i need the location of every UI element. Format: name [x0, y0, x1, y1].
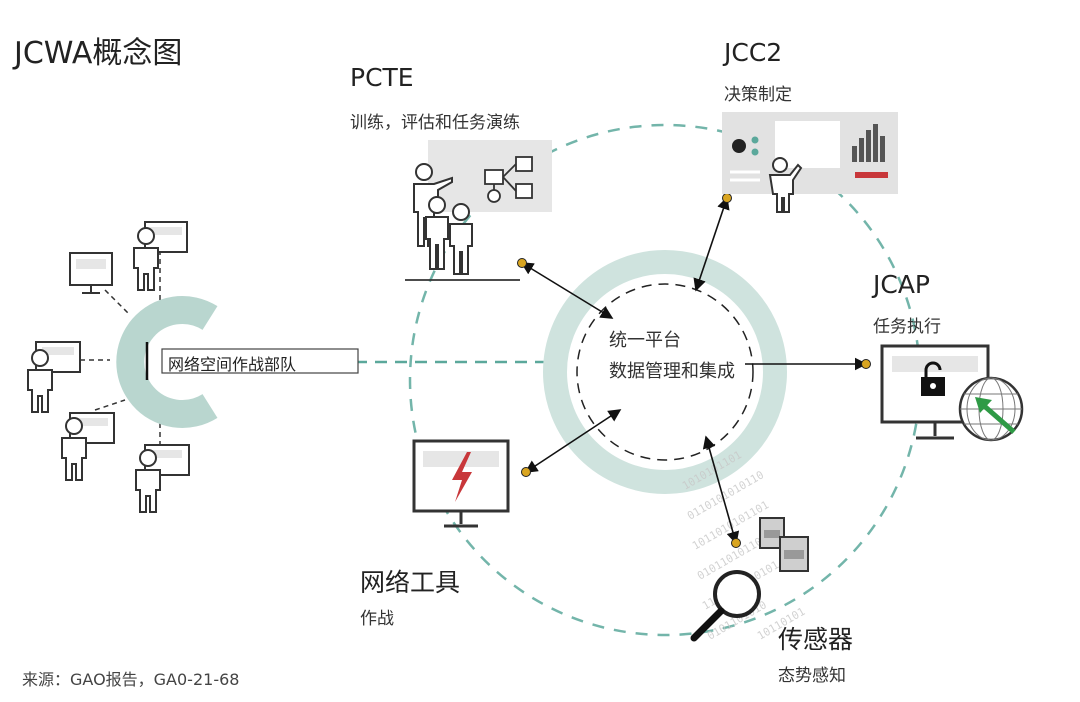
person-icon	[61, 417, 87, 481]
magnifier-icon	[690, 570, 761, 642]
jcap-sub: 任务执行	[873, 317, 941, 337]
arrow-sensors	[702, 435, 740, 545]
cyber-force-cluster	[27, 221, 359, 513]
sensors-sub: 态势感知	[778, 666, 846, 686]
globe-icon	[958, 376, 1024, 442]
document-icon	[779, 536, 809, 572]
jcc2-sub: 决策制定	[724, 85, 792, 105]
person-icon	[27, 349, 53, 413]
pcte-name: PCTE	[350, 63, 414, 92]
jcc2-name: JCC2	[724, 38, 783, 67]
person-icon	[135, 449, 161, 513]
tools-illustration	[412, 439, 510, 528]
lightning-icon	[452, 452, 472, 502]
source-note: 来源：GAO报告，GA0-21-68	[22, 670, 240, 689]
jcap-name: JCAP	[873, 270, 931, 299]
endpoint-dots	[517, 193, 871, 548]
lock-icon	[921, 361, 945, 396]
c-shape-ring	[116, 296, 218, 428]
monitor-icon	[69, 252, 113, 294]
arrow-jcc2	[693, 196, 730, 292]
arrow-pcte	[520, 262, 614, 319]
person-icon	[425, 196, 449, 270]
center-line1: 统一平台	[609, 330, 681, 351]
sensors-illustration	[690, 517, 809, 642]
tools-sub: 作战	[360, 609, 394, 629]
arrow-tools	[524, 409, 622, 473]
person-icon	[449, 203, 473, 275]
jcap-illustration	[880, 344, 1024, 442]
sensors-name: 传感器	[778, 625, 854, 654]
center-line2: 数据管理和集成	[609, 361, 735, 382]
tools-name: 网络工具	[360, 568, 461, 597]
pcte-illustration	[405, 140, 552, 281]
person-icon	[768, 157, 803, 213]
cyber-force-label: 网络空间作战部队	[168, 355, 297, 374]
person-icon	[133, 227, 159, 291]
pcte-sub: 训练，评估和任务演练	[350, 113, 520, 133]
jcc2-illustration	[722, 112, 898, 213]
diagram-title: JCWA概念图	[14, 36, 183, 71]
flowchart-icon	[484, 156, 533, 203]
center-ring	[543, 250, 787, 494]
